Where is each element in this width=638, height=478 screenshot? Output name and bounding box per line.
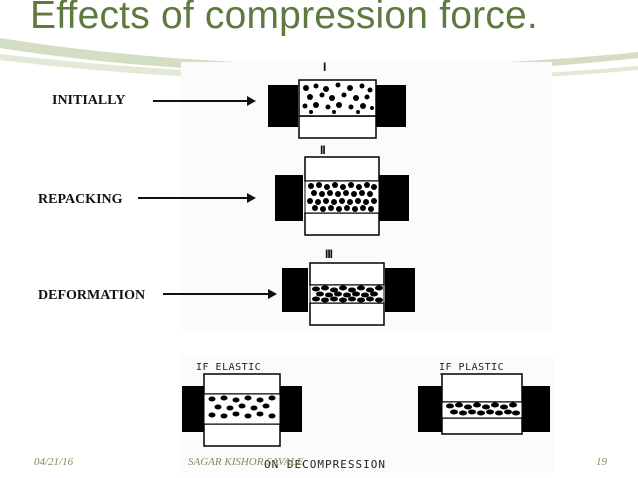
slide-title: Effects of compression force. [30,0,538,37]
die-diagram-elastic [182,373,302,447]
arrow-deformation [163,289,277,299]
stage-numeral-3: III [325,247,333,261]
stage-label-initially: INITIALLY [52,93,126,108]
stage-label-repacking: REPACKING [38,192,123,207]
arrow-repacking [138,193,256,203]
arrow-initially [153,96,256,106]
stage-label-deformation: DEFORMATION [38,288,146,303]
stage-numeral-2: II [320,143,326,157]
die-diagram-plastic [418,373,550,435]
footer-author: SAGAR KISHOR SAVALE [188,456,304,468]
decompression-caption: ON DECOMPRESSION [264,458,386,471]
die-diagram-deformation [282,262,415,326]
elastic-label: IF ELASTIC [196,362,262,373]
stage-numeral-1: I [323,60,327,74]
die-diagram-repacking [275,156,409,236]
footer-page-number: 19 [596,456,607,468]
plastic-label: IF PLASTIC [439,362,505,373]
footer-date: 04/21/16 [34,456,74,468]
die-diagram-initially [268,79,406,139]
